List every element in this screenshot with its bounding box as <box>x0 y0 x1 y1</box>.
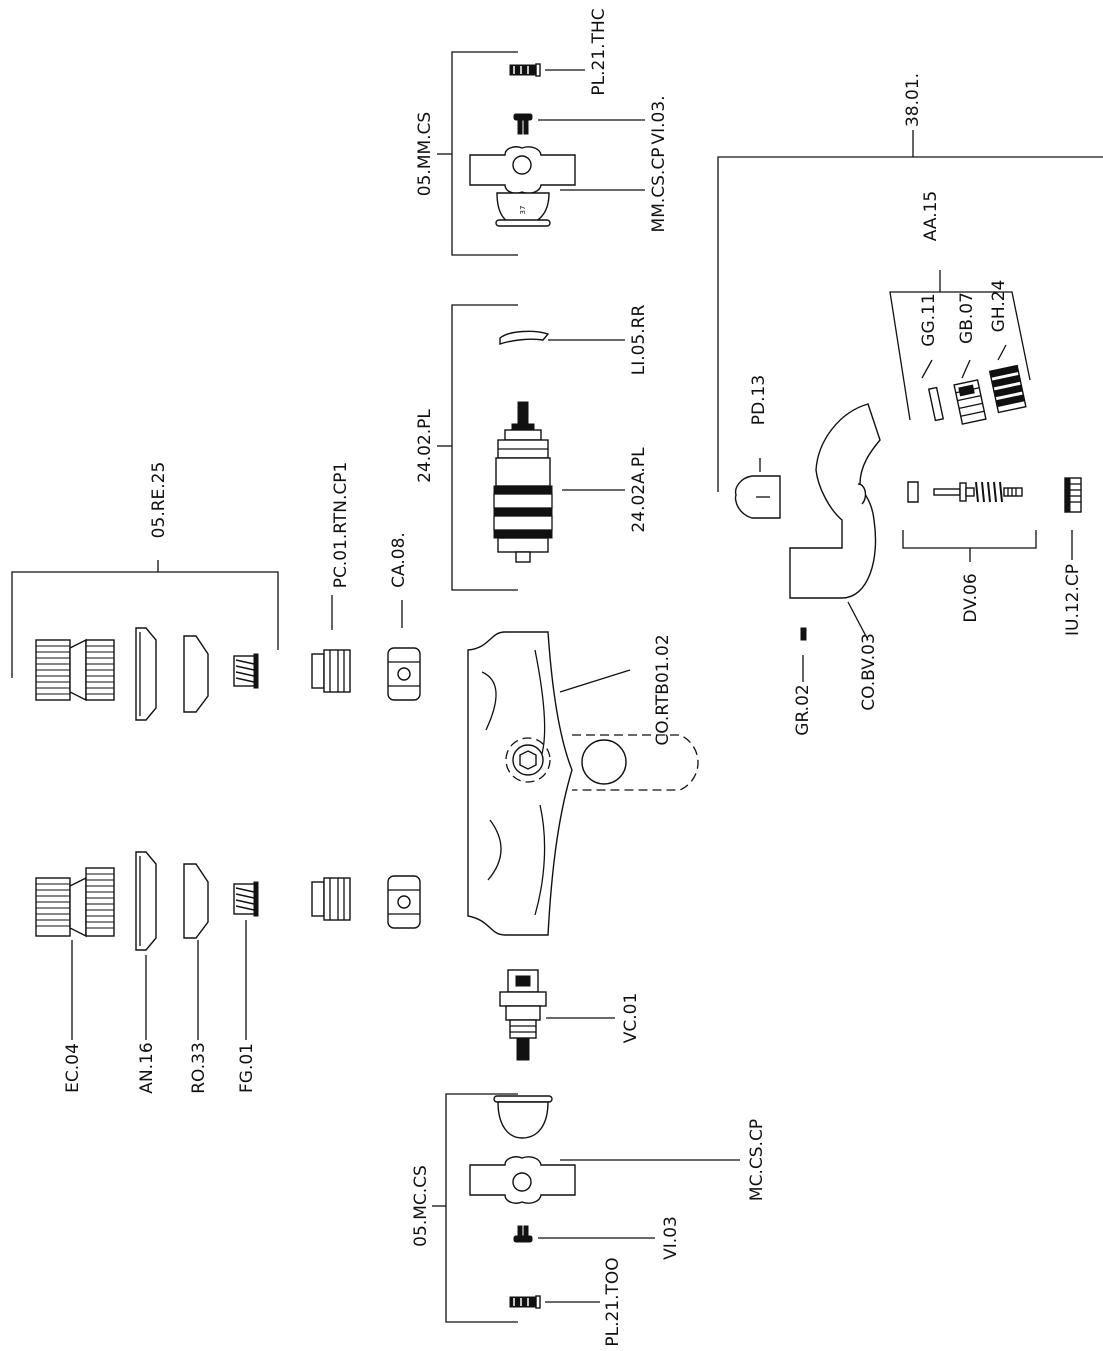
ec-04-top-part <box>35 638 115 702</box>
body-co-rtb01-02 <box>467 631 699 936</box>
gb-07-part <box>953 379 987 425</box>
label-an-16: AN.16 <box>137 1042 157 1093</box>
group-05-re-25: 05.RE.25 <box>11 462 279 721</box>
label-vi-03-top: VI.03. <box>649 95 669 144</box>
screw-vi-03-top <box>513 113 533 135</box>
group-aa-15: AA.15 GG.11 GB.07 GH.24 <box>889 191 1031 425</box>
fg-01-bottom-part <box>233 881 259 917</box>
valve-vc-01 <box>499 969 547 1061</box>
gh-24-part <box>988 364 1027 414</box>
label-05-mc-cs: 05.MC.CS <box>411 1165 431 1247</box>
label-gg-11: GG.11 <box>919 293 939 346</box>
ec-04-bottom-part <box>35 867 115 938</box>
handle-mc-cs-cp <box>469 1095 576 1204</box>
label-ro-33: RO.33 <box>189 1042 209 1094</box>
label-mc-cs-cp: MC.CS.CP <box>747 1119 767 1201</box>
label-aa-15: AA.15 <box>921 191 941 241</box>
label-24-02a-pl: 24.02A.PL <box>629 447 649 533</box>
label-gr-02: GR.02 <box>793 684 813 735</box>
cap-too-part <box>509 1295 541 1309</box>
spout-co-bv-03 <box>789 403 881 599</box>
ro-33-bottom-part <box>183 863 209 939</box>
clip-li-05-rr <box>499 330 550 345</box>
an-16-top-part <box>135 627 157 721</box>
label-iu-12-cp: IU.12.CP <box>1063 564 1083 636</box>
label-gb-07: GB.07 <box>957 292 977 344</box>
dv-06-stem <box>933 481 1023 503</box>
ro-33-top-part <box>183 635 209 713</box>
group-38-01: 38.01. <box>717 73 1103 492</box>
label-li-05-rr: LI.05.RR <box>629 305 649 376</box>
label-pd-13: PD.13 <box>749 375 769 425</box>
label-co-bv-03: CO.BV.03 <box>859 633 879 711</box>
handle-mm-cs-cp: 37 <box>469 146 576 227</box>
ca-08-nut-bottom <box>387 875 421 929</box>
group-mm-cs: 05.MM.CS PL.21.THC VI.03. 37 MM.CS. <box>415 8 669 256</box>
label-38-01: 38.01. <box>903 73 923 127</box>
cap-thc-part <box>509 63 541 77</box>
fg-01-top-part <box>233 653 259 689</box>
group-dv-06: DV.06 <box>902 481 1037 623</box>
label-mm-cs-cp: MM.CS.CP <box>649 148 669 233</box>
ca-08-nut-top <box>387 647 421 701</box>
label-pl-21-too: PL.21.TOO <box>603 1257 623 1346</box>
label-vi-03-bottom: VI.03 <box>661 1216 681 1260</box>
label-fg-01: FG.01 <box>237 1043 257 1093</box>
label-dv-06: DV.06 <box>961 573 981 622</box>
label-ca-08: CA.08. <box>389 532 409 588</box>
label-pc-01-rtn: PC.01.RTN.CP1 <box>331 462 351 589</box>
pc-01-rtn-part <box>311 649 351 693</box>
an-16-bottom-part <box>135 851 157 951</box>
label-05-mm-cs: 05.MM.CS <box>415 112 435 196</box>
handle-number-label: 37 <box>519 206 527 215</box>
label-co-rtb01-02: CO.RTB01.02 <box>653 634 673 745</box>
pd-13-part <box>734 475 781 519</box>
group-24-02-pl: 24.02.PL LI.05.RR 24.02A.PL <box>415 304 649 591</box>
group-05-mc-cs: 05.MC.CS MC.CS.CP VI.03 PL.21.TOO <box>411 1093 767 1347</box>
cartridge-24-02a-pl <box>493 401 553 563</box>
label-ec-04: EC.04 <box>63 1043 83 1093</box>
screw-vi-03-bottom <box>513 1225 533 1243</box>
label-05-re-25: 05.RE.25 <box>149 462 169 539</box>
label-vc-01: VC.01 <box>621 993 641 1044</box>
label-pl-21-thc: PL.21.THC <box>589 8 609 95</box>
dv-06-seal <box>907 481 919 503</box>
label-gh-24: GH.24 <box>989 280 1009 333</box>
iu-12-cp-part <box>1064 477 1082 513</box>
gg-11-part <box>927 386 945 422</box>
gr-02-part <box>800 627 807 641</box>
label-24-02-pl: 24.02.PL <box>415 409 435 483</box>
pc-01-bottom-part <box>311 877 351 921</box>
